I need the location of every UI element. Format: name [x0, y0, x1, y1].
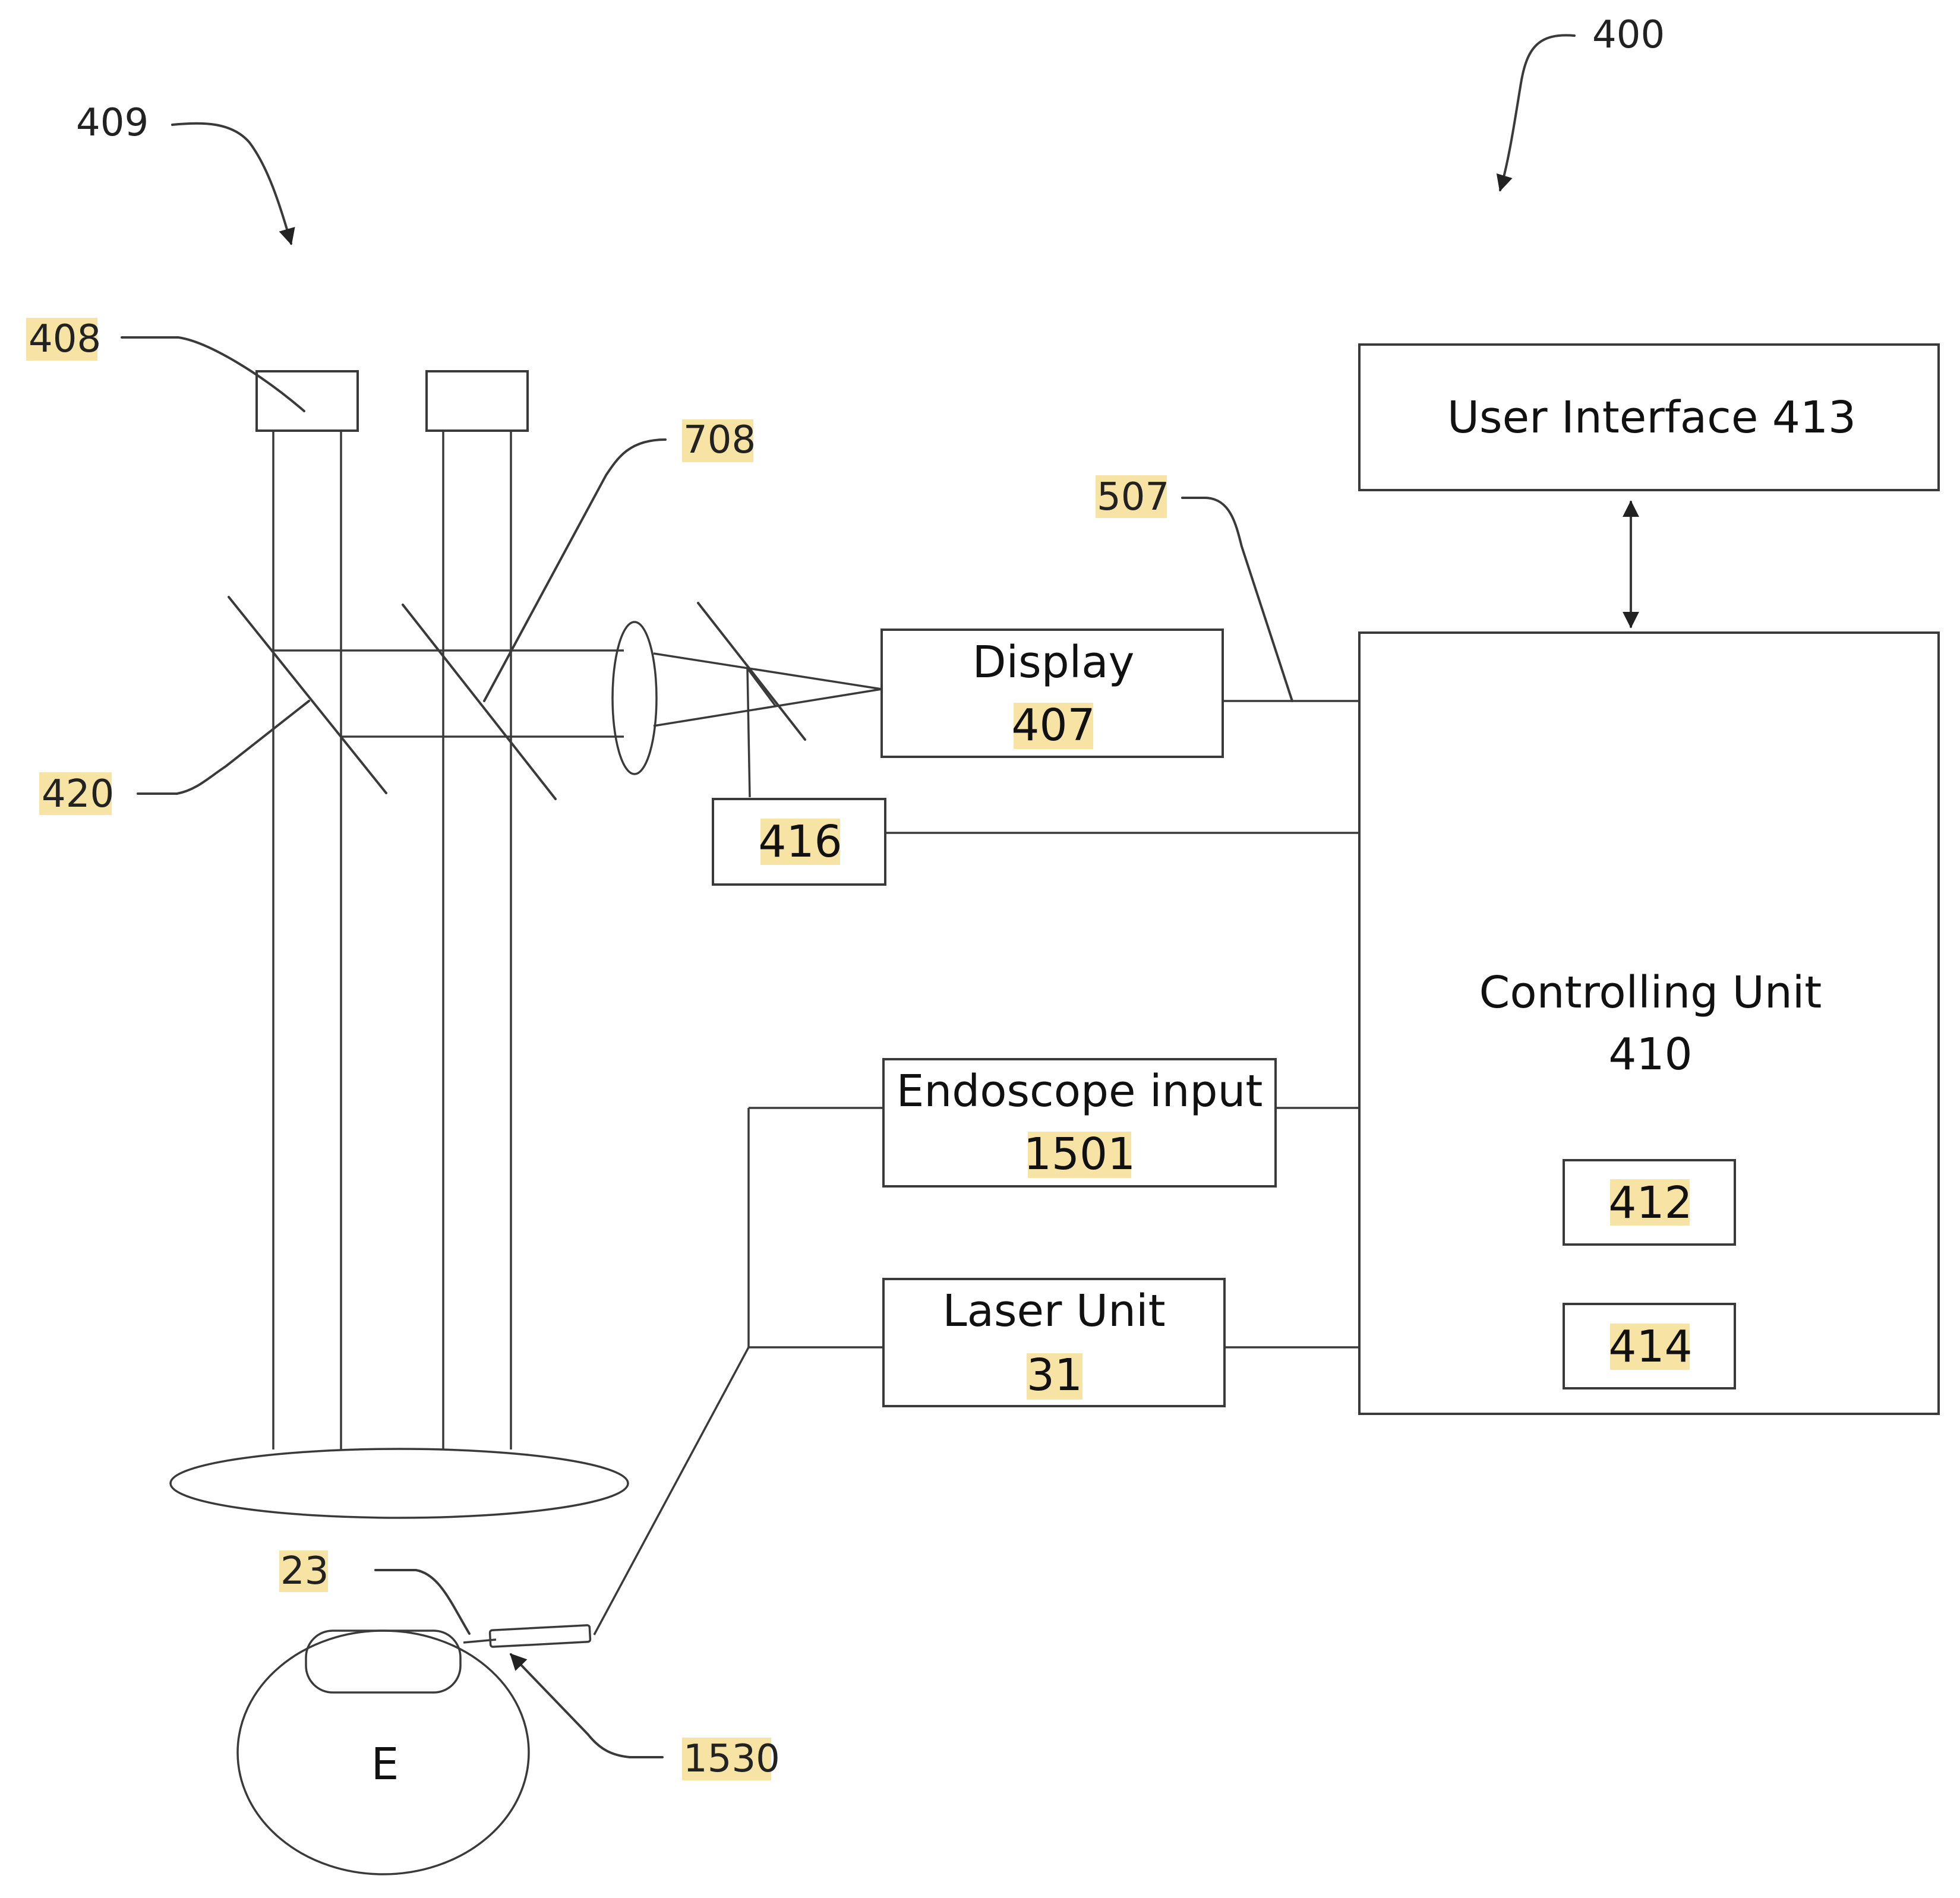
- microscope-base: [169, 1448, 629, 1519]
- ref-408: 408: [26, 317, 305, 412]
- user-interface-box: User Interface 413: [1358, 343, 1940, 491]
- beam-splitter-left: [228, 596, 387, 794]
- lens: [611, 621, 658, 775]
- controlling-unit-box: Controlling Unit 410 412 414: [1358, 631, 1940, 1415]
- ref-400-label: 400: [1592, 13, 1665, 57]
- ref-23-highlight: [279, 1550, 328, 1592]
- laser-unit-number: 31: [1027, 1350, 1082, 1401]
- ref-23-leader: [374, 1569, 471, 1635]
- display-name: Display: [973, 637, 1135, 688]
- controlling-unit-frame: [1358, 631, 1940, 1415]
- probe-handle: [488, 1624, 592, 1648]
- ref-708-highlight: [682, 419, 753, 462]
- ref-409-arrow: [171, 122, 295, 245]
- ref-408-highlight: [26, 318, 97, 361]
- fiber-to-probe: [593, 1347, 750, 1635]
- ref-708-label: 708: [683, 418, 756, 462]
- ref-1530-arrow: [510, 1653, 664, 1758]
- endoscope-input-name: Endoscope input: [897, 1066, 1263, 1117]
- ref-507-leader: [1181, 497, 1293, 702]
- ref-409: 409: [76, 101, 295, 245]
- ref-400: 400: [1496, 13, 1665, 192]
- user-interface-frame: [1358, 343, 1940, 491]
- ref-400-arrow: [1496, 34, 1576, 192]
- eyepiece-right: [425, 370, 529, 432]
- eyepiece-left: [255, 370, 359, 432]
- unit-416-box: 416: [712, 798, 886, 886]
- user-interface-label: User Interface 413: [1447, 392, 1856, 443]
- display-box: Display 407: [880, 629, 1224, 758]
- unit-414-label: 414: [1608, 1321, 1692, 1372]
- endoscope-probe: [463, 1624, 592, 1648]
- converge-upper: [653, 652, 882, 690]
- beam-splitter-right: [402, 604, 557, 800]
- unit-416-highlight: [760, 819, 840, 865]
- connections: [593, 700, 1359, 1635]
- endoscope-input-number: 1501: [1024, 1129, 1135, 1180]
- endoscope-input-box: Endoscope input 1501: [882, 1058, 1277, 1188]
- endoscope-number-highlight: [1028, 1132, 1131, 1178]
- ref-420-label: 420: [42, 772, 114, 816]
- microscope: [169, 370, 882, 1519]
- beam-to-416: [746, 668, 751, 798]
- ref-23-label: 23: [280, 1549, 329, 1593]
- unit-414-highlight: [1610, 1324, 1690, 1370]
- ref-708-leader: [483, 438, 667, 702]
- converge-lower: [653, 688, 882, 727]
- ref-420-highlight: [39, 772, 112, 815]
- ref-1530-label: 1530: [683, 1737, 780, 1781]
- eye: E: [236, 1629, 530, 1875]
- display-number-highlight: [1014, 703, 1093, 749]
- ref-409-label: 409: [76, 101, 149, 145]
- unit-412-highlight: [1610, 1179, 1690, 1226]
- ref-507-highlight: [1096, 475, 1167, 518]
- display-number: 407: [1011, 700, 1095, 751]
- eye-label: E: [371, 1739, 399, 1790]
- unit-412-label: 412: [1608, 1177, 1692, 1229]
- ref-420: 420: [39, 700, 310, 816]
- laser-unit-number-highlight: [1027, 1353, 1082, 1400]
- laser-unit-box: Laser Unit 31: [882, 1278, 1226, 1407]
- controlling-unit-number: 410: [1608, 1029, 1692, 1080]
- unit-416-label: 416: [758, 816, 842, 867]
- ref-1530-highlight: [682, 1738, 771, 1780]
- laser-unit-name: Laser Unit: [942, 1286, 1165, 1337]
- ref-1530: 1530: [510, 1653, 780, 1781]
- controlling-unit-name: Controlling Unit: [1479, 967, 1822, 1018]
- beam-splitter-display: [697, 602, 806, 741]
- ref-708: 708: [483, 418, 756, 702]
- ref-408-leader: [121, 336, 305, 412]
- ref-408-label: 408: [29, 317, 101, 361]
- beam-reflect: [746, 667, 777, 707]
- ref-507-label: 507: [1097, 475, 1169, 519]
- lens-capsule: [305, 1629, 462, 1694]
- ref-23: 23: [279, 1549, 471, 1635]
- ref-420-leader: [137, 700, 310, 795]
- ref-507: 507: [1096, 475, 1293, 702]
- probe-tip: [463, 1638, 497, 1644]
